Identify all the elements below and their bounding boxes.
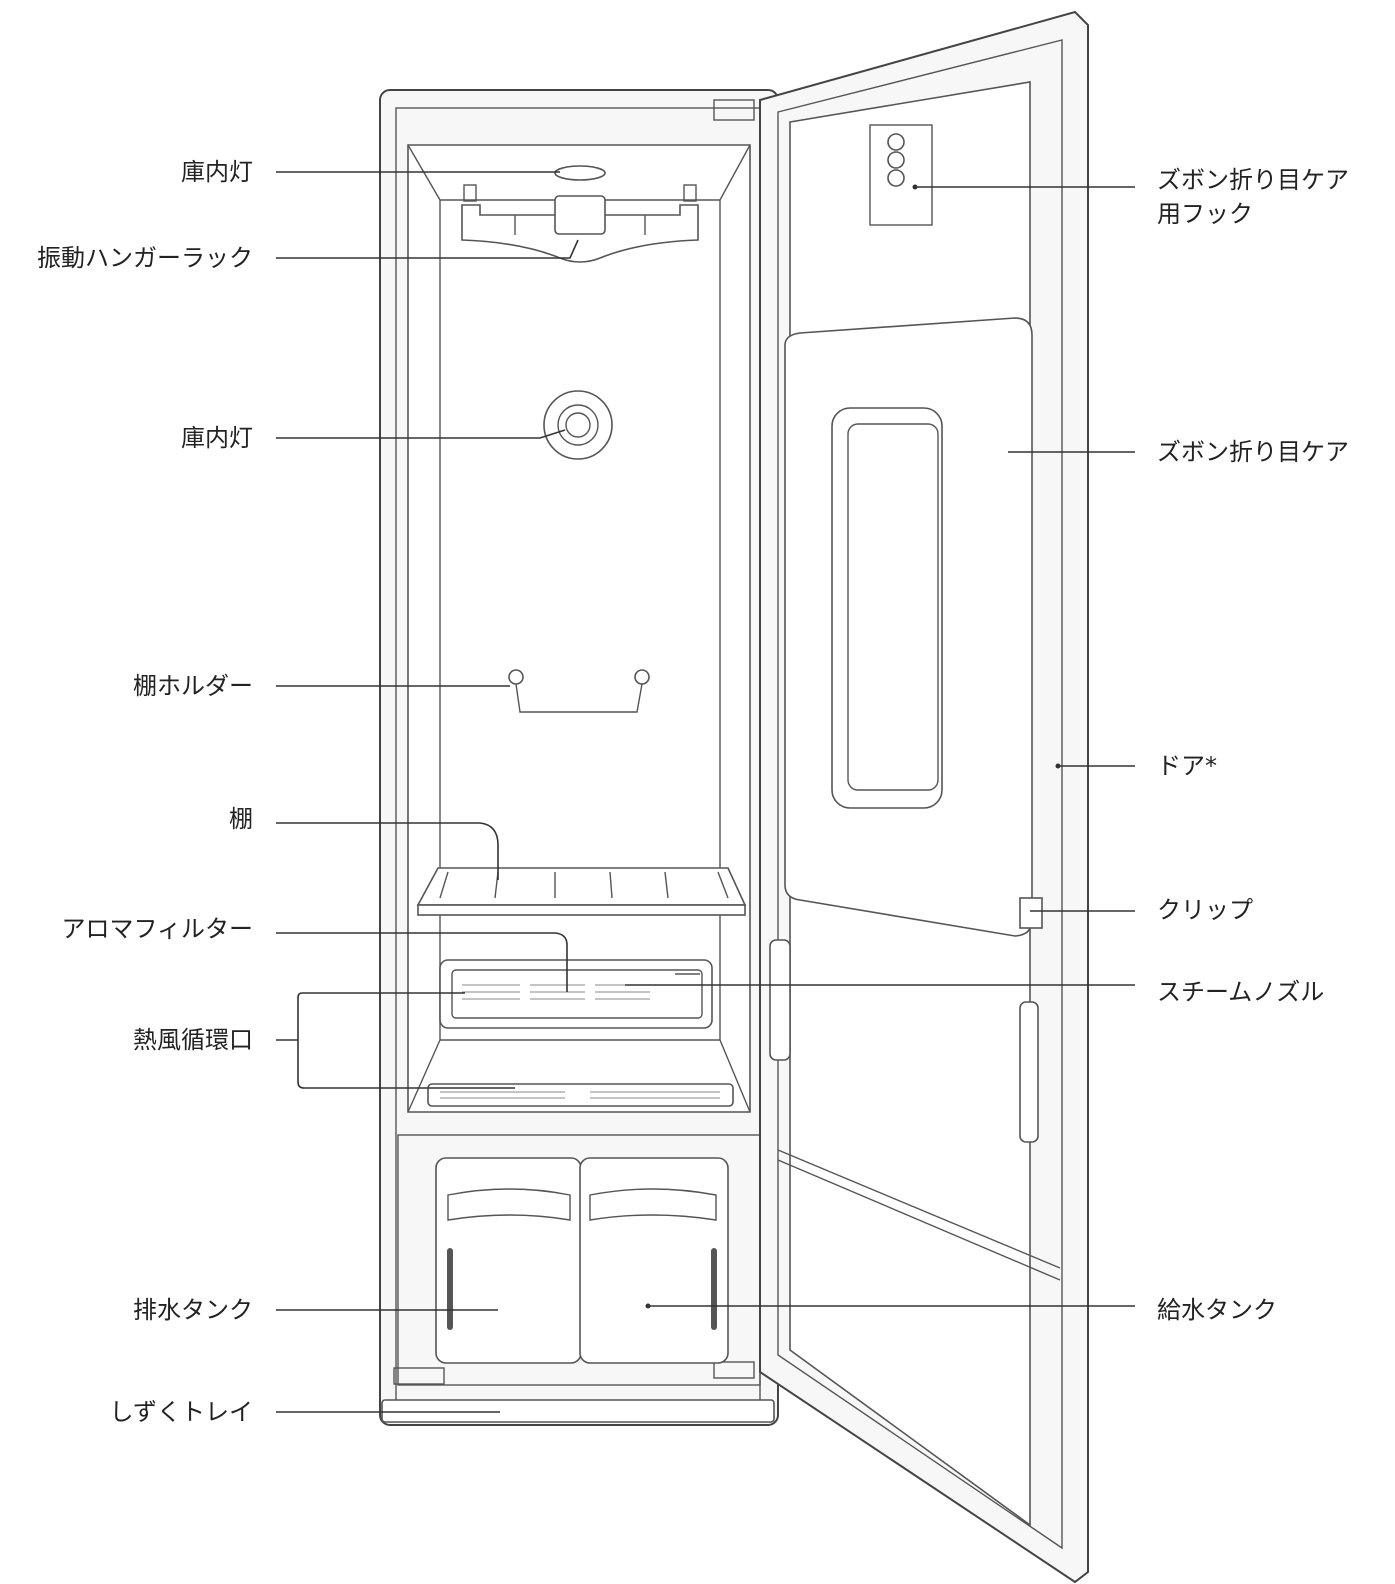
leader-hot-air-vent	[276, 992, 515, 1089]
label-interior-light-mid: 庫内灯	[181, 424, 253, 452]
shelf-holder	[508, 669, 650, 713]
label-hot-air-vent: 熱風循環口	[133, 1026, 253, 1054]
label-clip: クリップ	[1157, 896, 1253, 924]
hanger-rack	[461, 184, 699, 263]
leader-pants-hook	[912, 184, 1135, 190]
label-shelf: 棚	[229, 805, 253, 833]
label-aroma-filter: アロマフィルター	[61, 915, 253, 943]
label-drain-tank: 排水タンク	[133, 1296, 253, 1324]
leader-aroma-filter	[276, 932, 568, 992]
label-steam-nozzle: スチームノズル	[1157, 978, 1324, 1006]
shelf	[416, 867, 747, 916]
aroma-filter-panel	[439, 959, 713, 1029]
drip-tray	[381, 1367, 775, 1423]
label-interior-light-top: 庫内灯	[181, 158, 253, 186]
label-vibrating-hanger-rack: 振動ハンガーラック	[37, 244, 253, 272]
label-pants-hook-line2: 用フック	[1157, 200, 1253, 228]
leader-door	[1055, 763, 1135, 769]
label-pants-crease-care: ズボン折り目ケア	[1157, 438, 1349, 466]
label-shelf-holder: 棚ホルダー	[133, 672, 253, 700]
label-pants-hook-line1: ズボン折り目ケア	[1157, 166, 1349, 194]
open-door	[759, 10, 1089, 1584]
leader-hanger-rack	[276, 239, 579, 259]
label-water-supply-tank: 給水タンク	[1157, 1296, 1277, 1324]
leader-shelf	[276, 822, 499, 880]
middle-light	[543, 390, 613, 460]
label-door: ドア*	[1157, 752, 1217, 780]
leader-water-supply-tank	[645, 1303, 1135, 1309]
bottom-vent	[427, 1083, 734, 1107]
tank-compartment	[397, 1134, 761, 1386]
label-drip-tray: しずくトレイ	[109, 1398, 253, 1426]
leader-interior-light-mid	[276, 429, 566, 439]
top-light	[554, 165, 606, 181]
